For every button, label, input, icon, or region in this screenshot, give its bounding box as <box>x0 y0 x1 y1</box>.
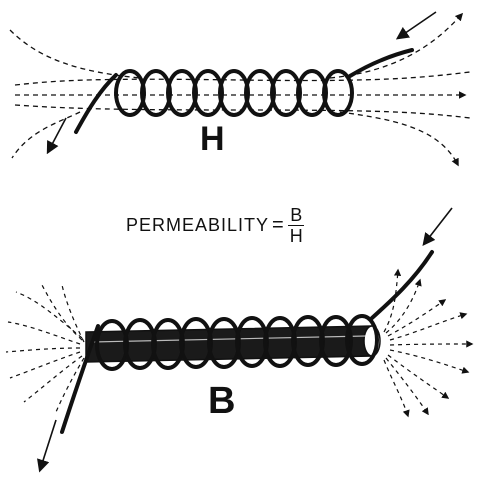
formula-left-text: PERMEABILITY <box>126 215 270 235</box>
formula-fraction: B H <box>288 205 305 246</box>
iron-core <box>85 325 381 363</box>
coil-wire-top <box>74 48 414 134</box>
iron-coil-figure <box>5 207 474 473</box>
current-arrows-bottom <box>37 207 453 473</box>
air-coil-figure <box>9 11 471 167</box>
coil-loops-bottom <box>95 314 379 371</box>
coil-loops-top <box>114 69 354 117</box>
formula-denominator: H <box>289 226 303 246</box>
current-arrows-top <box>46 11 437 155</box>
coil-wire-bottom <box>60 250 434 434</box>
formula-numerator: B <box>288 205 305 226</box>
flux-density-label-b: B <box>208 380 236 422</box>
field-intensity-label-h: H <box>200 120 225 158</box>
formula-equals-sign: = <box>272 214 284 236</box>
permeability-formula: PERMEABILITY = B H <box>126 205 305 246</box>
field-lines-bottom <box>5 268 474 418</box>
